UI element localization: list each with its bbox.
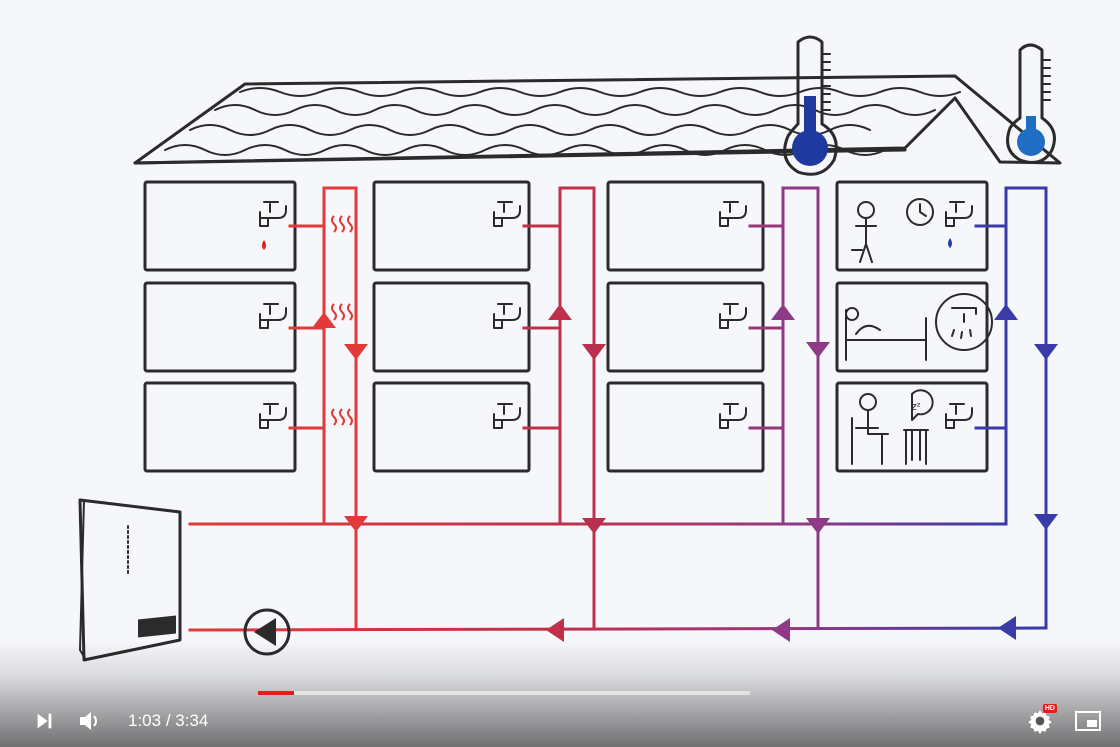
volume-button[interactable] [76, 706, 106, 736]
miniplayer-button[interactable] [1072, 706, 1104, 736]
seated-person-icon [851, 393, 889, 465]
heat-wave-icons [331, 215, 353, 426]
red-water-drop [262, 240, 266, 250]
next-button[interactable] [30, 706, 58, 736]
return-main-pipe [188, 626, 1048, 632]
flow-arrows [312, 304, 1058, 642]
speech-bubble-icon: zᶻ [911, 389, 934, 421]
time-display: 1:03 / 3:34 [128, 711, 208, 731]
clock-icon [906, 198, 934, 226]
shower-icon [935, 293, 993, 351]
hd-badge: HD [1042, 704, 1057, 713]
boiler-unit [78, 498, 182, 662]
settings-button[interactable]: HD [1024, 704, 1057, 736]
skip-next-icon [37, 713, 52, 729]
tap-branch-pipes [288, 224, 1008, 430]
thermometer-icon [783, 35, 838, 176]
resident-figures: zᶻ [845, 198, 993, 465]
riser-pipes [322, 186, 1048, 630]
duration: 3:34 [175, 711, 209, 730]
gear-icon [1028, 710, 1052, 734]
current-time: 1:03 [128, 711, 162, 730]
miniplayer-icon [1075, 711, 1101, 731]
thermometer-icon [1006, 43, 1056, 164]
time-separator: / [161, 711, 176, 730]
walker-icon [903, 429, 929, 465]
progress-played [258, 691, 295, 695]
person-icon [851, 201, 877, 263]
bed-icon [845, 307, 927, 361]
volume-icon [80, 712, 97, 730]
roof-illustration [133, 74, 1062, 165]
progress-bar[interactable] [258, 691, 750, 695]
svg-text:zᶻ: zᶻ [911, 400, 921, 413]
faucet-icons [259, 201, 973, 429]
blue-water-drop [948, 238, 952, 248]
